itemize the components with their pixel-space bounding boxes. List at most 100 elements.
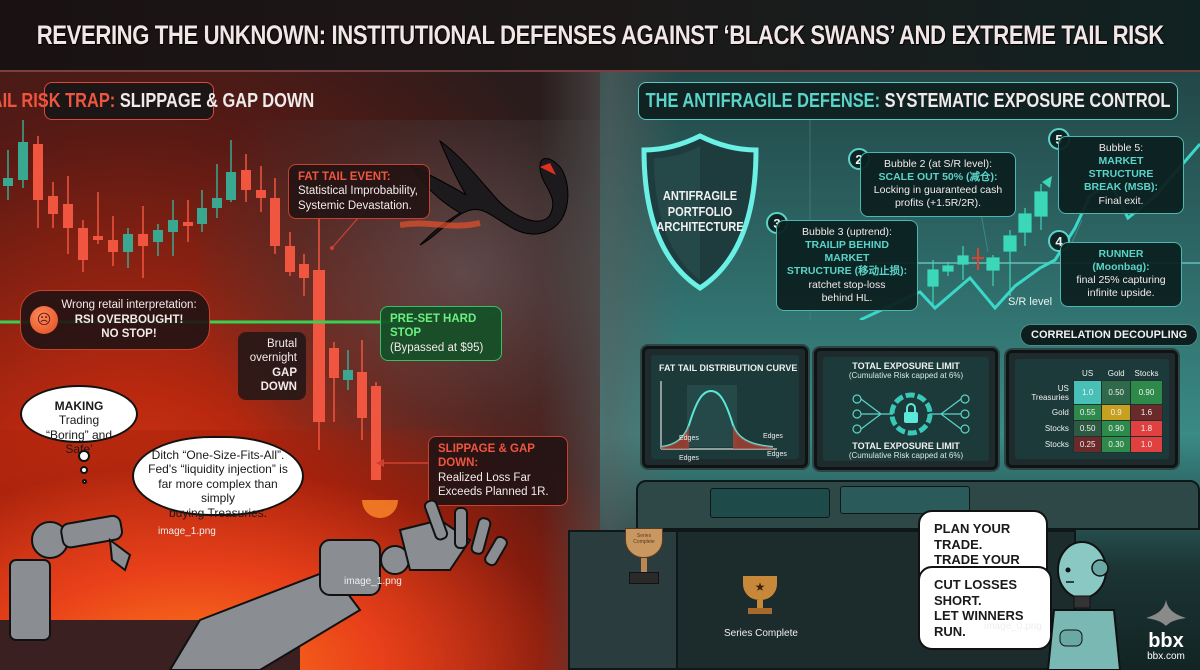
exposure-monitor: TOTAL EXPOSURE LIMIT (Cumulative Risk ca… bbox=[814, 348, 998, 470]
fat-tail-line2: Systemic Devastation. bbox=[298, 199, 412, 212]
speech-line3: far more complex than simply bbox=[158, 476, 278, 506]
retail-line2: RSI OVERBOUGHT! bbox=[74, 313, 184, 326]
exposure-sub-bottom: (Cumulative Risk capped at 6%) bbox=[848, 451, 964, 460]
crash-candlestick-chart bbox=[0, 120, 428, 480]
col-header: Gold bbox=[1107, 369, 1125, 378]
hard-stop-head: PRE-SET HARD STOP bbox=[390, 313, 477, 340]
hard-stop-callout: PRE-SET HARD STOP (Bypassed at $95) bbox=[380, 306, 502, 362]
thought-dot bbox=[82, 479, 87, 484]
exposure-sub-top: (Cumulative Risk capped at 6%) bbox=[848, 371, 964, 380]
fat-tail-monitor: FAT TAIL DISTRIBUTION CURVE Edges Edges … bbox=[642, 346, 808, 468]
matrix-cell: 0.50 bbox=[1101, 380, 1131, 405]
matrix-cell: 1.0 bbox=[1072, 380, 1103, 405]
bbx-logo: bbx bbx.com bbox=[1146, 600, 1186, 662]
left-section-header: THE TAIL RISK TRAP: SLIPPAGE & GAP DOWN bbox=[0, 82, 314, 120]
col-header: Stocks bbox=[1134, 369, 1159, 378]
matrix-row: Gold 0.55 0.9 1.6 bbox=[1021, 404, 1164, 421]
thought-bold: MAKING bbox=[54, 399, 104, 413]
matrix-cell: 0.9 bbox=[1101, 404, 1131, 421]
matrix-cell: 0.90 bbox=[1129, 380, 1164, 405]
left-header-highlight: THE TAIL RISK TRAP: bbox=[0, 89, 115, 112]
matrix-cell: 0.55 bbox=[1072, 404, 1103, 421]
right-header-highlight: THE ANTIFRAGILE DEFENSE: bbox=[645, 89, 881, 112]
trophy-star-icon: ★ bbox=[740, 576, 780, 618]
keyboard bbox=[840, 486, 970, 514]
page-title: REVERING THE UNKNOWN: INSTITUTIONAL DEFE… bbox=[36, 19, 1164, 50]
right-header-rest: SYSTEMATIC EXPOSURE CONTROL bbox=[880, 89, 1171, 112]
matrix-row: Stocks 0.50 0.90 1.8 bbox=[1021, 420, 1164, 437]
title-bar: REVERING THE UNKNOWN: INSTITUTIONAL DEFE… bbox=[0, 0, 1200, 72]
correlation-matrix: US Gold Stocks US Treasuries 1.0 0.50 0.… bbox=[1021, 367, 1164, 453]
speech-line2: Fed's “liquidity injection” is bbox=[148, 462, 288, 477]
col-header: US bbox=[1082, 369, 1094, 378]
bubble5-line2: Final exit. bbox=[1098, 194, 1144, 207]
retail-line3: NO STOP! bbox=[101, 328, 157, 341]
gap-down-line2: overnight bbox=[249, 352, 297, 365]
cut-line2: LET WINNERS RUN. bbox=[934, 608, 1024, 639]
row-label: Gold bbox=[1051, 408, 1069, 417]
robot-speech-cut: CUT LOSSES SHORT. LET WINNERS RUN. bbox=[918, 566, 1052, 651]
bubble4-callout: RUNNER (Moonbag): final 25% capturing in… bbox=[1060, 242, 1182, 307]
bubble2-line3: profits (+1.5R/2R). bbox=[894, 197, 982, 210]
edge-label: Edges bbox=[679, 455, 699, 462]
matrix-cell: 0.90 bbox=[1101, 420, 1131, 437]
logo-url: bbx.com bbox=[1147, 651, 1185, 662]
exposure-title-bottom: TOTAL EXPOSURE LIMIT bbox=[852, 441, 960, 451]
thought-dot bbox=[78, 450, 90, 462]
cut-line1: CUT LOSSES SHORT. bbox=[934, 577, 1018, 608]
robot-arm-illustration bbox=[0, 500, 508, 670]
shield-icon bbox=[641, 133, 759, 291]
fat-tail-event-callout: FAT TAIL EVENT: Statistical Improbabilit… bbox=[288, 164, 430, 220]
bubble2-head: SCALE OUT 50% (减仓): bbox=[878, 171, 998, 184]
speech-bubble: Ditch “One-Size-Fits-All”. Fed's “liquid… bbox=[132, 436, 304, 520]
edge-label: Edges bbox=[763, 433, 783, 440]
exposure-top: TOTAL EXPOSURE LIMIT (Cumulative Risk ca… bbox=[823, 361, 989, 380]
retail-line1: Wrong retail interpretation: bbox=[61, 299, 197, 312]
bubble3-line3: behind HL. bbox=[821, 291, 873, 304]
bubble3-callout: Bubble 3 (uptrend): TRAILIP BEHIND MARKE… bbox=[776, 220, 918, 311]
bubble3-line1: Bubble 3 (uptrend): bbox=[802, 226, 892, 238]
bubble5-head1: MARKET STRUCTURE bbox=[1088, 155, 1154, 181]
angry-face-icon: ☹ bbox=[30, 306, 58, 334]
logo-mark: bbx bbox=[1148, 630, 1184, 652]
distribution-curve bbox=[660, 381, 777, 450]
gap-down-line3: GAP DOWN bbox=[260, 366, 297, 394]
caption-arm: image_1.png bbox=[158, 526, 216, 537]
bubble3-line2: ratchet stop-loss bbox=[808, 278, 886, 291]
bbx-star-icon bbox=[1146, 600, 1186, 626]
bubble4-line1: final 25% capturing bbox=[1076, 274, 1166, 287]
bubble3-head2: STRUCTURE (移动止损): bbox=[786, 265, 908, 278]
shield-line1: ANTIFRAGILE bbox=[662, 188, 738, 203]
thought-bubble: MAKING Trading “Boring” and Safe’ bbox=[20, 385, 138, 456]
correlation-monitor: US Gold Stocks US Treasuries 1.0 0.50 0.… bbox=[1006, 350, 1178, 468]
trophy-caption: Series Complete bbox=[724, 628, 798, 639]
robot-illustration bbox=[1046, 541, 1122, 670]
speech-line4: buying Treasuries. bbox=[168, 505, 268, 520]
bubble5-callout: Bubble 5: MARKET STRUCTURE BREAK (MSB): … bbox=[1058, 136, 1184, 214]
fat-tail-title: FAT TAIL DISTRIBUTION CURVE bbox=[659, 363, 798, 373]
bubble4-line2: infinite upside. bbox=[1087, 287, 1155, 300]
slippage-line1: Realized Loss Far bbox=[438, 471, 531, 484]
fat-tail-head: FAT TAIL EVENT: bbox=[298, 171, 391, 183]
bubble5-head2: BREAK (MSB): bbox=[1083, 181, 1159, 194]
matrix-cell: 0.50 bbox=[1072, 420, 1103, 437]
exposure-title-top: TOTAL EXPOSURE LIMIT bbox=[852, 361, 960, 371]
trophy-icon: Series Complete bbox=[620, 528, 668, 598]
pedestal bbox=[568, 530, 678, 670]
fat-tail-line1: Statistical Improbability, bbox=[298, 185, 418, 198]
bubble2-line2: Locking in guaranteed cash bbox=[873, 184, 1003, 197]
retail-interpretation-callout: ☹ Wrong retail interpretation: RSI OVERB… bbox=[20, 290, 210, 350]
trophy-cup: Series Complete bbox=[625, 528, 663, 558]
slippage-callout: SLIPPAGE & GAP DOWN: Realized Loss Far E… bbox=[428, 436, 568, 506]
slippage-head: SLIPPAGE & GAP DOWN: bbox=[438, 443, 535, 470]
left-header-rest: SLIPPAGE & GAP DOWN bbox=[114, 89, 314, 112]
shield-line3: ARCHITECTURE bbox=[656, 219, 744, 235]
row-label: US Treasuries bbox=[1031, 383, 1069, 402]
bubble5-line1: Bubble 5: bbox=[1098, 142, 1144, 154]
caption-hand: image_1.png bbox=[344, 576, 402, 587]
matrix-cell: 1.8 bbox=[1129, 420, 1164, 437]
hard-stop-line1: (Bypassed at $95) bbox=[390, 341, 484, 354]
correlation-label: CORRELATION DECOUPLING bbox=[1020, 324, 1199, 346]
shield-line2: PORTFOLIO bbox=[667, 203, 733, 219]
edge-label: Edges bbox=[679, 435, 699, 442]
